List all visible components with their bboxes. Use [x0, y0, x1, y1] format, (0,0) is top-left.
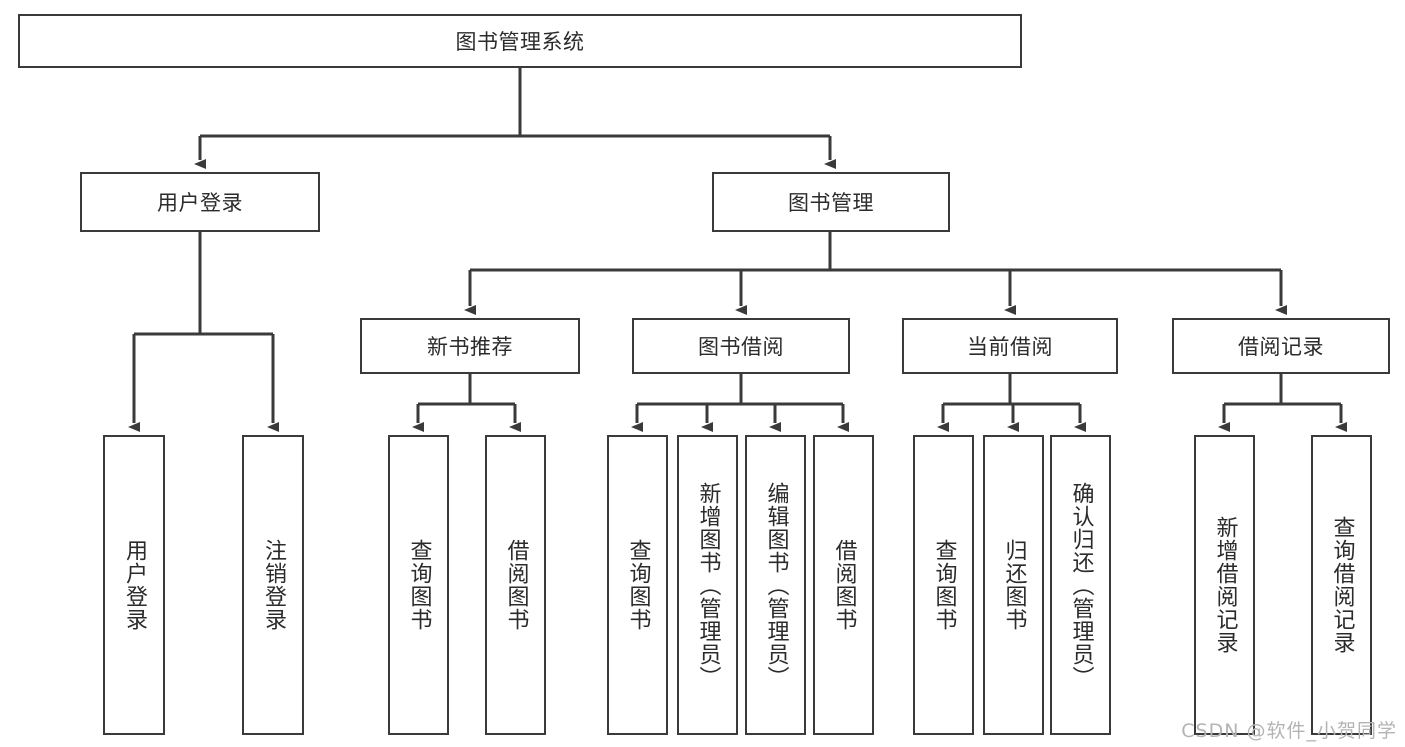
node-user-login[interactable]: 用户登录 [80, 172, 320, 232]
node-leaf-user-login[interactable]: 用户登录 [103, 435, 165, 735]
node-leaf-borrow-book-recommend-label: 借阅图书 [503, 539, 529, 631]
node-leaf-user-login-label: 用户登录 [121, 539, 147, 631]
node-leaf-add-borrow-record-label: 新增借阅记录 [1212, 516, 1238, 654]
node-borrow-records-label: 借阅记录 [1238, 335, 1324, 359]
node-leaf-query-book-current-label: 查询图书 [931, 539, 957, 631]
node-leaf-logout[interactable]: 注销登录 [242, 435, 304, 735]
node-leaf-borrow-book[interactable]: 借阅图书 [813, 435, 874, 735]
node-leaf-query-book-borrow-label: 查询图书 [625, 539, 651, 631]
node-leaf-query-borrow-record[interactable]: 查询借阅记录 [1311, 435, 1372, 735]
node-current-borrow[interactable]: 当前借阅 [902, 318, 1118, 374]
node-leaf-query-book-recommend-label: 查询图书 [406, 539, 432, 631]
node-book-management-label: 图书管理 [788, 191, 874, 215]
node-new-book-recommend-label: 新书推荐 [427, 335, 513, 359]
node-leaf-query-book-recommend[interactable]: 查询图书 [388, 435, 449, 735]
node-current-borrow-label: 当前借阅 [967, 335, 1053, 359]
node-borrow-records[interactable]: 借阅记录 [1172, 318, 1390, 374]
node-user-login-label: 用户登录 [157, 191, 243, 215]
node-leaf-edit-book[interactable]: 编辑图书（管理员） [745, 435, 806, 735]
node-leaf-borrow-book-label: 借阅图书 [831, 539, 857, 631]
node-book-management[interactable]: 图书管理 [712, 172, 950, 232]
node-book-borrow[interactable]: 图书借阅 [632, 318, 850, 374]
node-leaf-logout-label: 注销登录 [260, 539, 286, 631]
node-new-book-recommend[interactable]: 新书推荐 [360, 318, 580, 374]
node-book-borrow-label: 图书借阅 [698, 335, 784, 359]
node-root[interactable]: 图书管理系统 [18, 14, 1022, 68]
node-leaf-confirm-return-label: 确认归还（管理员） [1068, 481, 1094, 689]
node-leaf-return-book[interactable]: 归还图书 [983, 435, 1044, 735]
watermark-text: CSDN @软件_小贺同学 [1181, 720, 1397, 742]
node-leaf-query-book-current[interactable]: 查询图书 [913, 435, 974, 735]
node-leaf-confirm-return[interactable]: 确认归还（管理员） [1050, 435, 1111, 735]
node-leaf-add-book-label: 新增图书（管理员） [695, 481, 721, 689]
node-leaf-query-borrow-record-label: 查询借阅记录 [1329, 516, 1355, 654]
node-leaf-return-book-label: 归还图书 [1001, 539, 1027, 631]
node-root-label: 图书管理系统 [455, 30, 585, 54]
node-leaf-add-borrow-record[interactable]: 新增借阅记录 [1194, 435, 1255, 735]
node-leaf-borrow-book-recommend[interactable]: 借阅图书 [485, 435, 546, 735]
node-leaf-add-book[interactable]: 新增图书（管理员） [677, 435, 738, 735]
node-leaf-edit-book-label: 编辑图书（管理员） [763, 481, 789, 689]
node-leaf-query-book-borrow[interactable]: 查询图书 [607, 435, 668, 735]
